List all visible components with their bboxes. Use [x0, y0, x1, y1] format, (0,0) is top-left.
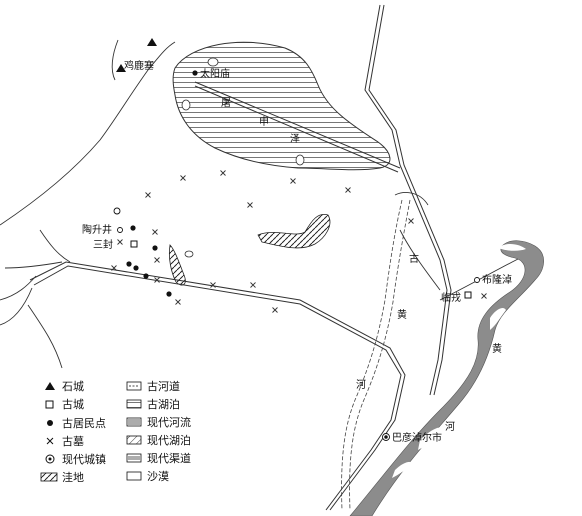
- legend-label-modern-town: 现代城镇: [62, 452, 106, 466]
- legend-label-desert: 沙漠: [147, 470, 169, 483]
- place-label-linrong: 临戎: [441, 291, 461, 304]
- legend-label-ancient-settlement: 古居民点: [62, 417, 106, 430]
- modern-river-label-he: 河: [445, 421, 455, 433]
- ancient-lake-icon: [126, 399, 142, 409]
- lake-label-ze: 泽: [290, 133, 300, 145]
- place-label-bayannaoer: 巴彦淖尔市: [392, 431, 442, 444]
- ancient-river-label-huang: 黄: [397, 308, 407, 321]
- triangle-icon: [45, 382, 55, 390]
- legend-label-wetland: 洼地: [62, 470, 84, 484]
- legend-label-canal: 现代渠道: [147, 451, 191, 465]
- cross-icon: [46, 437, 54, 445]
- wetland-main: [257, 213, 331, 249]
- legend-label-ancient-lake: 古湖泊: [147, 398, 180, 411]
- legend: 石城 古城 古居民点 古墓 现代城镇 洼地: [40, 379, 191, 484]
- desert-boundaries: [0, 39, 521, 369]
- ancient-river-label-gu: 古: [409, 252, 419, 265]
- modern-river-icon: [126, 417, 142, 427]
- modern-lake-icon: [126, 435, 142, 445]
- triangle-icon: [147, 38, 157, 46]
- wetland-tiny: [184, 250, 194, 258]
- desert-icon: [126, 471, 142, 481]
- stone-city-markers: [116, 38, 157, 72]
- square-icon: [130, 240, 138, 248]
- square-icon: [45, 400, 54, 409]
- ancient-city-markers: [130, 240, 472, 299]
- river-head-highlight: [498, 243, 526, 251]
- triangle-icon: [116, 64, 126, 72]
- ancient-tombs: [111, 170, 487, 313]
- place-label-sanfeng: 三封: [93, 238, 113, 251]
- wetland-icon: [40, 472, 58, 482]
- modern-town-markers: [113, 207, 480, 441]
- modern-canals: [29, 4, 452, 511]
- legend-label-ancient-tomb: 古墓: [62, 435, 84, 448]
- legend-label-ancient-river: 古河道: [147, 379, 180, 393]
- ancient-river-icon: [126, 381, 142, 391]
- ancient-lake-blobs: [181, 57, 305, 166]
- ancient-river-label-he: 河: [356, 379, 366, 391]
- place-label-bulong-nao: 布隆淖: [482, 273, 512, 286]
- legend-right-icons: [126, 381, 142, 481]
- place-label-taosheng-jing: 陶升井: [82, 223, 112, 236]
- dot-icon: [47, 420, 53, 426]
- modern-yellow-river: [349, 240, 544, 516]
- modern-river-label-huang: 黄: [492, 342, 502, 355]
- square-icon: [464, 291, 472, 299]
- ancient-lake-tushenze: [172, 41, 391, 171]
- lake-label-shen: 申: [259, 115, 269, 128]
- ring-dot-icon: [45, 454, 55, 464]
- canal-icon: [126, 453, 142, 463]
- river-sandbars: [392, 307, 506, 478]
- legend-left-icons: [40, 382, 58, 482]
- legend-label-ancient-city: 古城: [62, 398, 84, 411]
- place-label-jilu-sai: 鸡鹿塞: [124, 59, 154, 72]
- legend-label-stone-city: 石城: [62, 380, 84, 393]
- legend-label-modern-river: 现代河流: [147, 415, 191, 429]
- ancient-settlements: [126, 70, 198, 297]
- lake-label-tu: 屠: [221, 97, 231, 109]
- ancient-yellow-river: [341, 199, 411, 511]
- legend-label-modern-lake: 现代湖泊: [147, 434, 191, 447]
- place-label-taiyang-miao: 太阳庙: [200, 67, 230, 80]
